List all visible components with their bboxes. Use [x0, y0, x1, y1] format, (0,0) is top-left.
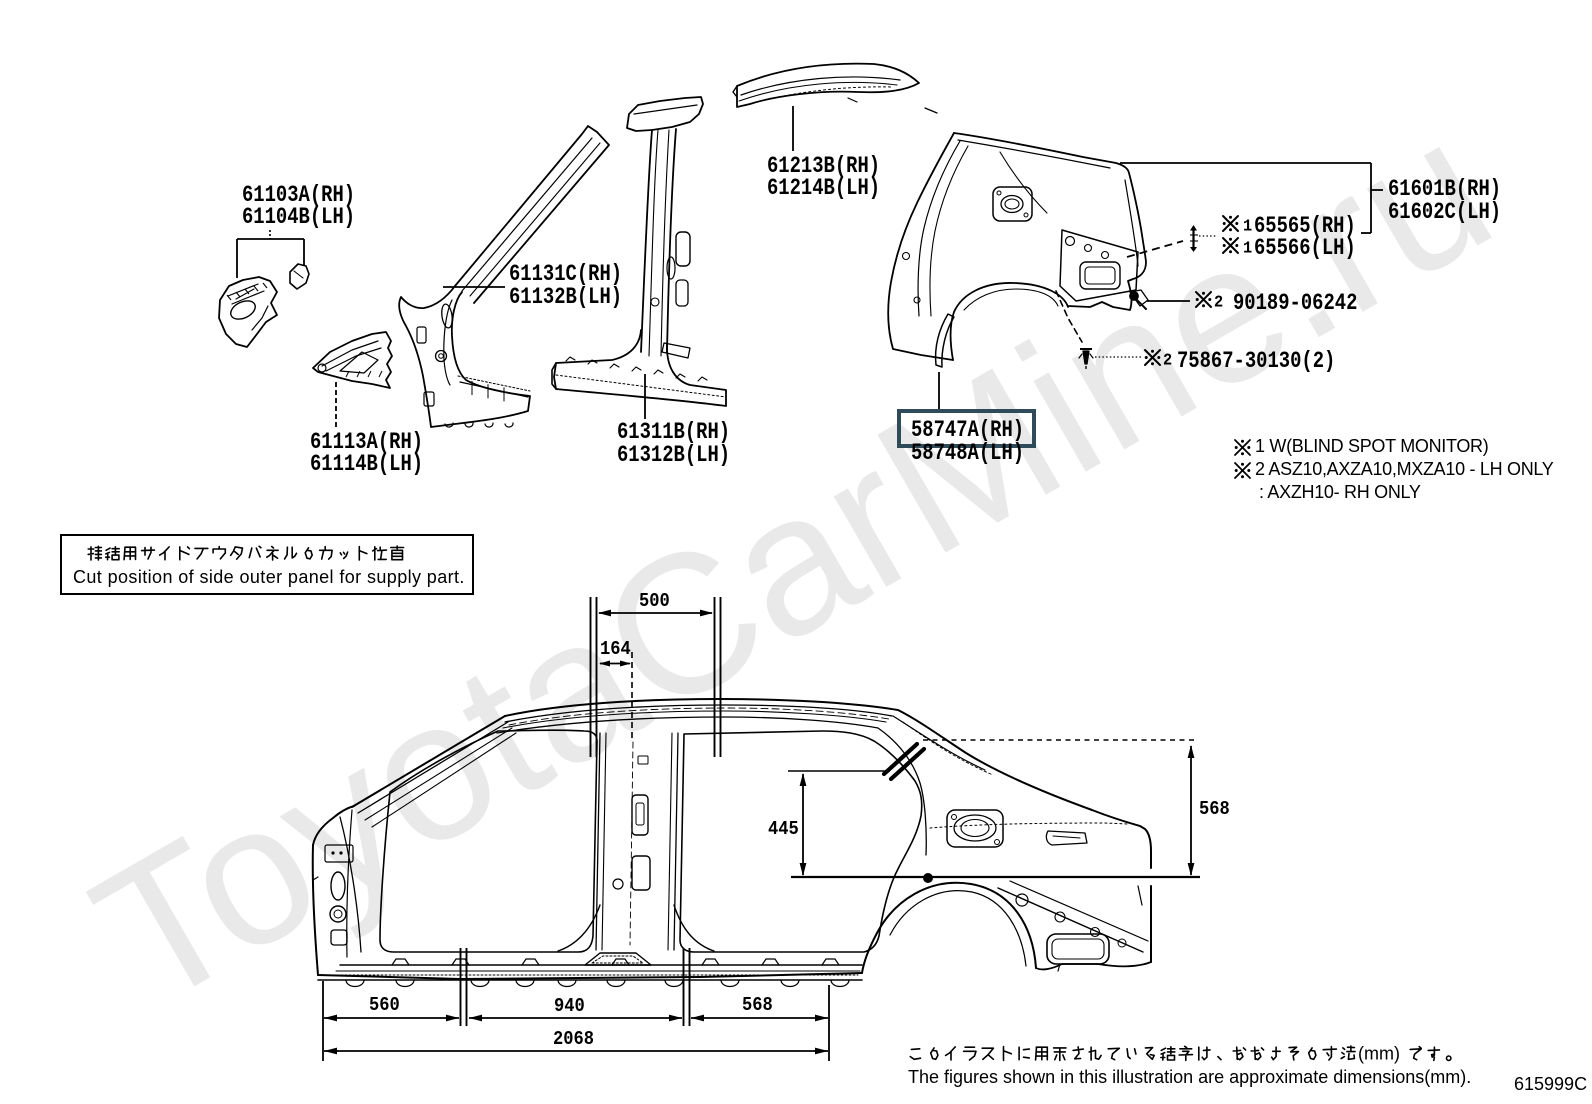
svg-text:58748A(LH): 58748A(LH) [911, 440, 1024, 466]
svg-text:: AXZH10- RH ONLY: : AXZH10- RH ONLY [1259, 482, 1421, 502]
svg-text:61213B(RH): 61213B(RH) [767, 153, 880, 179]
svg-text:Cut position of side outer pan: Cut position of side outer panel for sup… [73, 567, 465, 587]
svg-text:2068: 2068 [553, 1029, 594, 1050]
svg-text:164: 164 [600, 639, 631, 660]
svg-text:615999C: 615999C [1514, 1074, 1587, 1094]
svg-text:568: 568 [1199, 799, 1230, 820]
svg-text:1: 1 [1243, 217, 1252, 236]
svg-text:61132B(LH): 61132B(LH) [509, 284, 622, 310]
svg-text:61131C(RH): 61131C(RH) [509, 261, 622, 287]
svg-text:61601B(RH): 61601B(RH) [1388, 176, 1501, 202]
svg-text:61103A(RH): 61103A(RH) [242, 182, 355, 208]
svg-text:560: 560 [369, 995, 400, 1016]
svg-text:75867-30130(2): 75867-30130(2) [1177, 348, 1335, 374]
svg-text:61312B(LH): 61312B(LH) [617, 442, 730, 468]
svg-text:65566(LH): 65566(LH) [1254, 235, 1356, 261]
svg-text:61311B(RH): 61311B(RH) [617, 419, 730, 445]
svg-text:61114B(LH): 61114B(LH) [310, 451, 423, 477]
svg-text:The figures shown in this illu: The figures shown in this illustration a… [908, 1067, 1471, 1087]
svg-text:1: 1 [1243, 239, 1252, 258]
svg-text:61104B(LH): 61104B(LH) [242, 204, 355, 230]
svg-text:500: 500 [639, 591, 670, 612]
svg-text:61602C(LH): 61602C(LH) [1388, 199, 1501, 225]
svg-text:2: 2 [1163, 351, 1172, 370]
svg-text:2: 2 [1214, 293, 1223, 312]
svg-text:445: 445 [768, 819, 799, 840]
svg-text:(mm): (mm) [1358, 1044, 1400, 1064]
svg-text:90189-06242: 90189-06242 [1233, 290, 1357, 316]
svg-text:1 W(BLIND SPOT MONITOR): 1 W(BLIND SPOT MONITOR) [1255, 436, 1488, 456]
svg-text:940: 940 [554, 996, 585, 1017]
svg-text:61214B(LH): 61214B(LH) [767, 175, 880, 201]
svg-text:65565(RH): 65565(RH) [1254, 213, 1356, 239]
svg-text:58747A(RH): 58747A(RH) [911, 417, 1024, 443]
svg-text:2 ASZ10,AXZA10,MXZA10 - LH ONL: 2 ASZ10,AXZA10,MXZA10 - LH ONLY [1255, 459, 1554, 479]
svg-text:568: 568 [742, 995, 773, 1016]
svg-text:61113A(RH): 61113A(RH) [310, 429, 423, 455]
